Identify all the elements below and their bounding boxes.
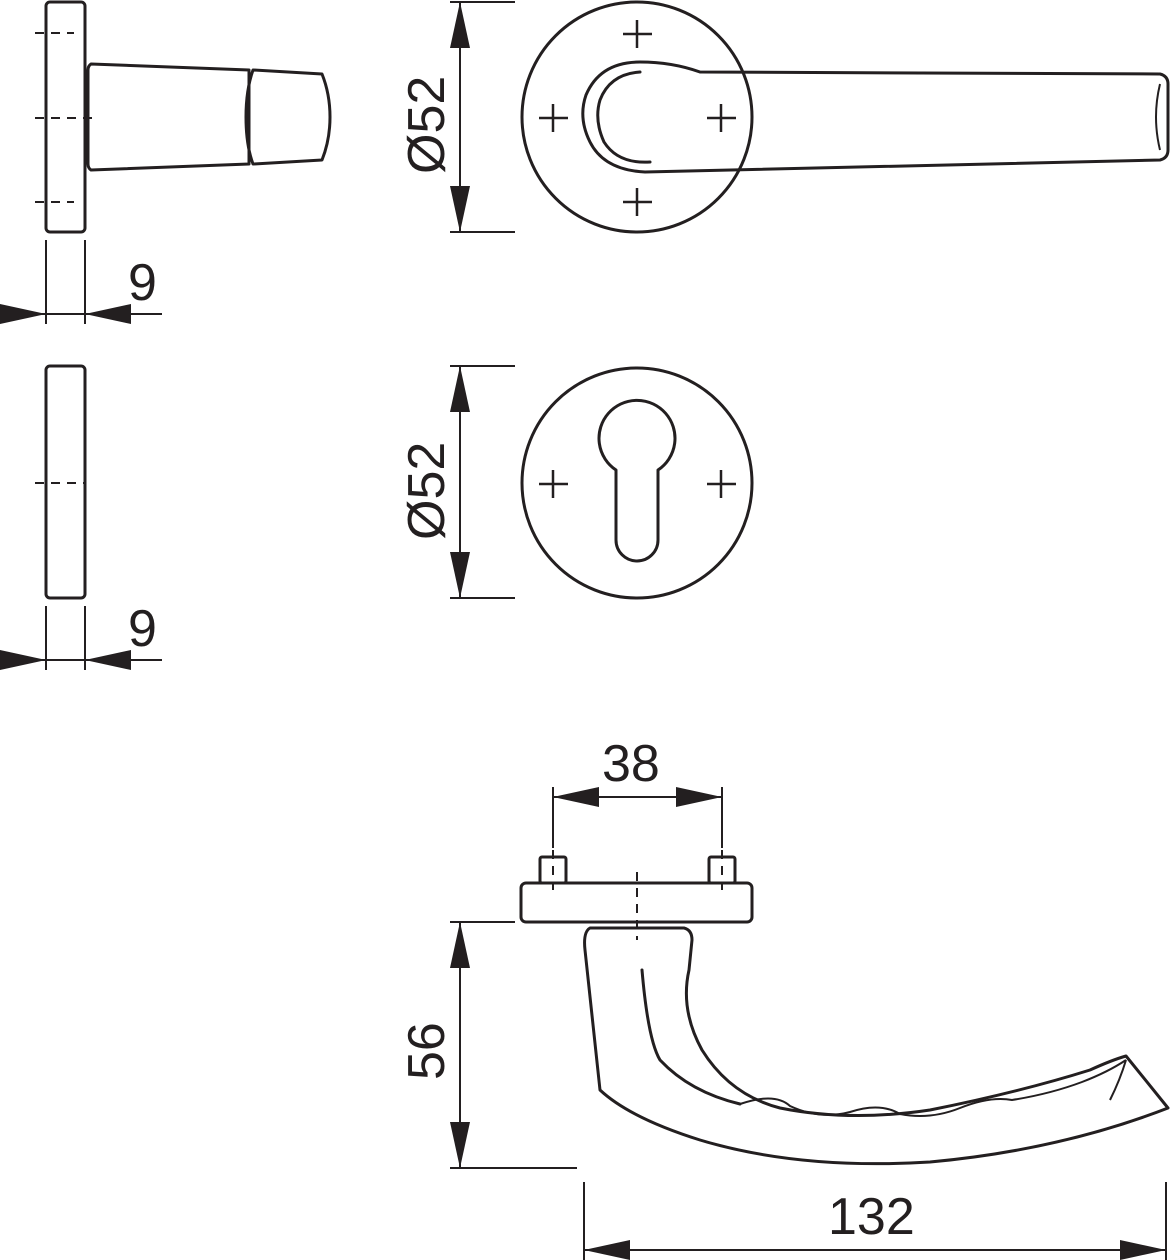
rose-thickness-label: 9 [128,254,157,312]
lever-length-dimension: 132 [583,1182,1167,1260]
lever-height-label: 56 [398,1022,456,1080]
lever-height-dimension: 56 [398,921,577,1169]
escutcheon-diameter-dimension: Ø52 [398,365,515,599]
lever-plan-view [519,850,1170,1166]
rose-diameter-dimension: Ø52 [398,1,515,233]
screw-mark-right [707,104,736,132]
escutcheon-side-view [35,364,87,600]
screw-mark-left [539,104,568,132]
screw-mark-left [539,470,568,498]
escutcheon-thickness-label: 9 [128,600,157,658]
screw-mark-bottom [623,188,652,216]
rose-thickness-dimension: 9 [0,240,162,324]
rose-front-view [520,0,1170,234]
keyhole-cutout [597,398,677,563]
fixing-distance-label: 38 [602,735,660,793]
screw-mark-right [707,470,736,498]
escutcheon-thickness-dimension: 9 [0,600,162,670]
lever-length-label: 132 [828,1188,915,1246]
rose-diameter-label: Ø52 [398,76,456,174]
rose-side-view [35,0,332,234]
screw-mark-top [623,20,652,48]
escutcheon-diameter-label: Ø52 [398,442,456,540]
escutcheon-front-view [520,366,754,600]
fixing-distance-dimension: 38 [552,735,723,848]
